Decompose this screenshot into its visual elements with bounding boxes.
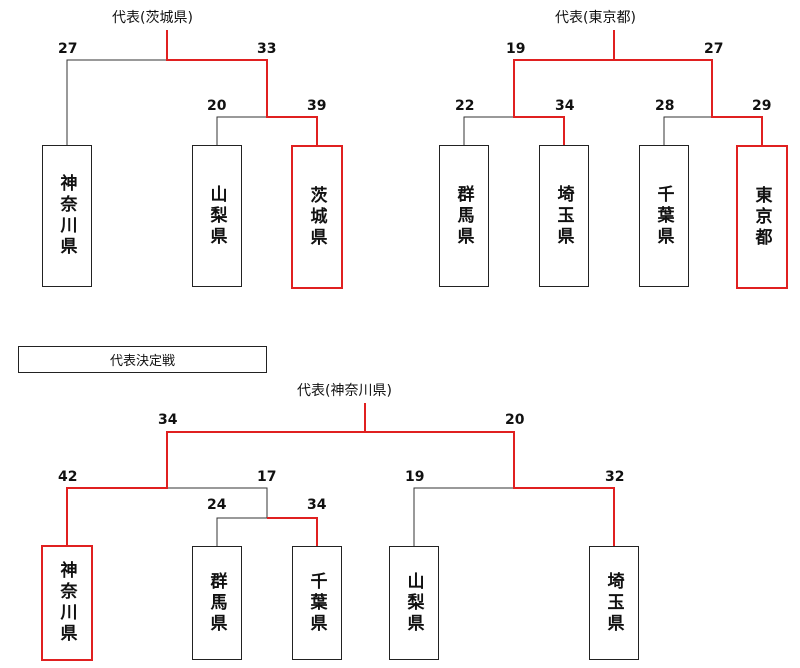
bracket-ibaraki-champion-label: 代表(茨城県) (112, 10, 193, 26)
score-kanagawa: 42 (58, 469, 78, 485)
final-champion-label: 代表(神奈川県) (297, 383, 392, 399)
score-ibaraki: 39 (307, 98, 327, 114)
score-yamanashi: 20 (207, 98, 227, 114)
team-name: 東京都 (751, 185, 772, 249)
line-saitama-win (513, 59, 614, 145)
team-box-saitama: 埼玉県 (589, 546, 639, 660)
line-ibaraki-win (166, 30, 318, 145)
line-saitama-win (365, 431, 615, 546)
line-chiba-up (663, 116, 712, 145)
bracket-ibaraki-lines (66, 30, 318, 145)
final-section-title: 代表決定戦 (109, 354, 175, 369)
score-gunma: 24 (207, 497, 227, 513)
team-name: 群馬県 (453, 184, 474, 248)
team-box-kanagawa-winner: 神奈川県 (41, 545, 93, 661)
line-pair-to-half (167, 487, 268, 518)
line-chiba-win (267, 517, 318, 546)
score-saitama: 32 (605, 469, 625, 485)
final-bracket-lines (66, 403, 615, 546)
score-yamanashi: 19 (405, 469, 425, 485)
line-gunma-up (463, 116, 514, 145)
team-name: 千葉県 (306, 571, 327, 635)
line-tokyo-win (613, 30, 763, 145)
score-right-half: 20 (505, 412, 525, 428)
final-section-title-box: 代表決定戦 (18, 346, 267, 373)
team-name: 千葉県 (653, 184, 674, 248)
team-name: 埼玉県 (553, 184, 574, 248)
score-gunma: 22 (455, 98, 475, 114)
line-yamanashi-up (216, 116, 267, 145)
score-chiba: 28 (655, 98, 675, 114)
score-left-half: 34 (158, 412, 178, 428)
team-box-ibaraki-winner: 茨城県 (291, 145, 343, 289)
score-chiba: 34 (307, 497, 327, 513)
team-name: 茨城県 (306, 185, 327, 249)
score-saitama: 34 (555, 98, 575, 114)
team-name: 群馬県 (206, 571, 227, 635)
score-left-pair: 17 (257, 469, 277, 485)
line-kanagawa-up (66, 59, 167, 145)
team-box-kanagawa: 神奈川県 (42, 145, 92, 287)
team-box-gunma: 群馬県 (439, 145, 489, 287)
team-box-yamanashi: 山梨県 (389, 546, 439, 660)
team-box-yamanashi: 山梨県 (192, 145, 242, 287)
score-kanagawa: 27 (58, 41, 78, 57)
line-kanagawa-win (66, 403, 366, 546)
team-name: 神奈川県 (56, 174, 77, 258)
team-name: 神奈川県 (56, 561, 77, 645)
score-left-pair: 19 (506, 41, 526, 57)
team-box-saitama: 埼玉県 (539, 145, 589, 287)
bracket-tokyo-lines (463, 30, 763, 145)
bracket-tokyo-champion-label: 代表(東京都) (555, 10, 636, 26)
team-name: 埼玉県 (603, 571, 624, 635)
team-box-tokyo-winner: 東京都 (736, 145, 788, 289)
line-yamanashi-up (413, 487, 514, 546)
score-right-pair: 27 (704, 41, 724, 57)
line-gunma-up (216, 517, 267, 546)
team-box-gunma: 群馬県 (192, 546, 242, 660)
team-box-chiba: 千葉県 (292, 546, 342, 660)
team-name: 山梨県 (206, 184, 227, 248)
score-semi-winner: 33 (257, 41, 277, 57)
team-name: 山梨県 (403, 571, 424, 635)
team-box-chiba: 千葉県 (639, 145, 689, 287)
score-tokyo: 29 (752, 98, 772, 114)
